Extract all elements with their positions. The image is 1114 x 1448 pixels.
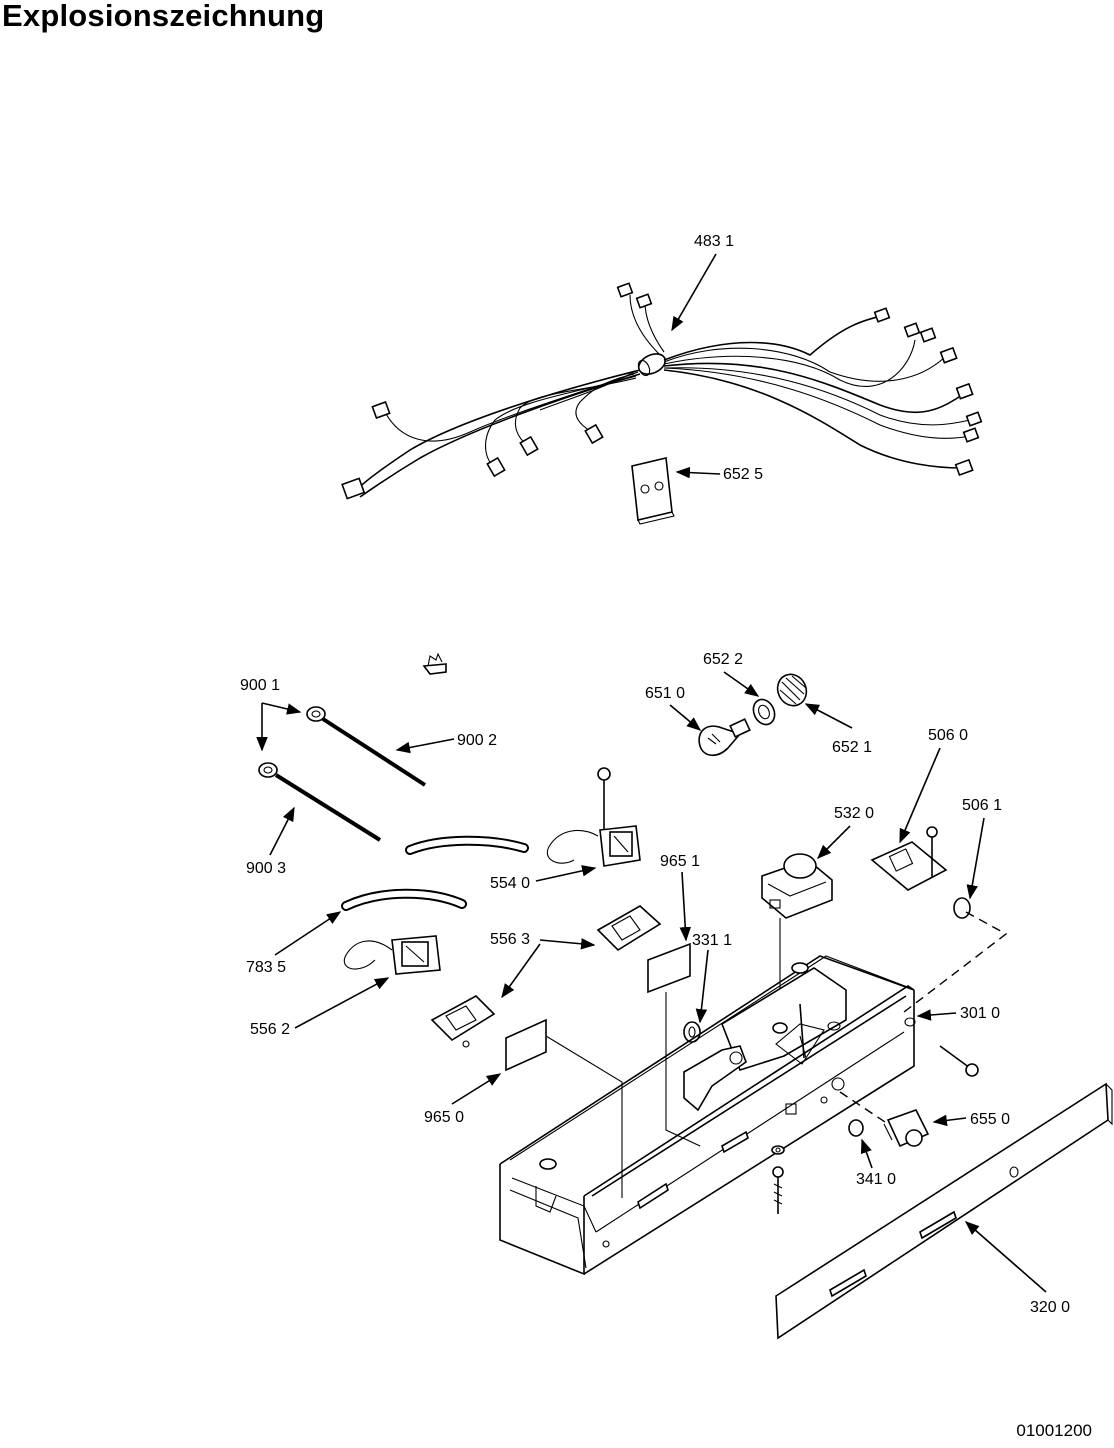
label-506-1: 506 1 — [962, 797, 1002, 814]
label-652-5: 652 5 — [723, 466, 763, 483]
label-652-1: 652 1 — [832, 739, 872, 756]
label-900-2: 900 2 — [457, 732, 497, 749]
relay-assembly — [870, 826, 1008, 1013]
label-965-1: 965 1 — [660, 853, 700, 870]
wiring-harness — [341, 282, 983, 500]
label-320-0: 320 0 — [1030, 1299, 1070, 1316]
label-900-3: 900 3 — [246, 860, 286, 877]
label-651-0: 651 0 — [645, 685, 685, 702]
switch-brackets — [430, 905, 662, 1048]
light-switch — [839, 1091, 930, 1148]
control-housing — [499, 955, 979, 1276]
label-483-1: 483 1 — [694, 233, 734, 250]
label-341-0: 341 0 — [856, 1171, 896, 1188]
label-965-0: 965 0 — [424, 1109, 464, 1126]
label-652-2: 652 2 — [703, 651, 743, 668]
label-556-2: 556 2 — [250, 1021, 290, 1038]
thermostat — [761, 853, 833, 1000]
label-532-0: 532 0 — [834, 805, 874, 822]
adhesive-labels — [505, 942, 701, 1198]
drawing-number: 01001200 — [1016, 1421, 1092, 1440]
door-switch-upper — [547, 767, 641, 867]
label-655-0: 655 0 — [970, 1111, 1010, 1128]
label-783-5: 783 5 — [246, 959, 286, 976]
label-506-0: 506 0 — [928, 727, 968, 744]
small-clip — [422, 652, 447, 675]
label-554-0: 554 0 — [490, 875, 530, 892]
label-556-3: 556 3 — [490, 931, 530, 948]
screw-and-washer — [771, 1145, 785, 1214]
label-900-1: 900 1 — [240, 677, 280, 694]
label-301-0: 301 0 — [960, 1005, 1000, 1022]
grommets-and-rods — [258, 706, 427, 842]
label-331-1: 331 1 — [692, 932, 732, 949]
tubes — [341, 835, 529, 911]
lamp-assembly — [698, 673, 808, 757]
door-switch-lower — [343, 935, 441, 975]
front-panel — [775, 1082, 1113, 1340]
page-title: Explosionszeichnung — [2, 0, 325, 33]
insulation-pad — [631, 457, 675, 525]
